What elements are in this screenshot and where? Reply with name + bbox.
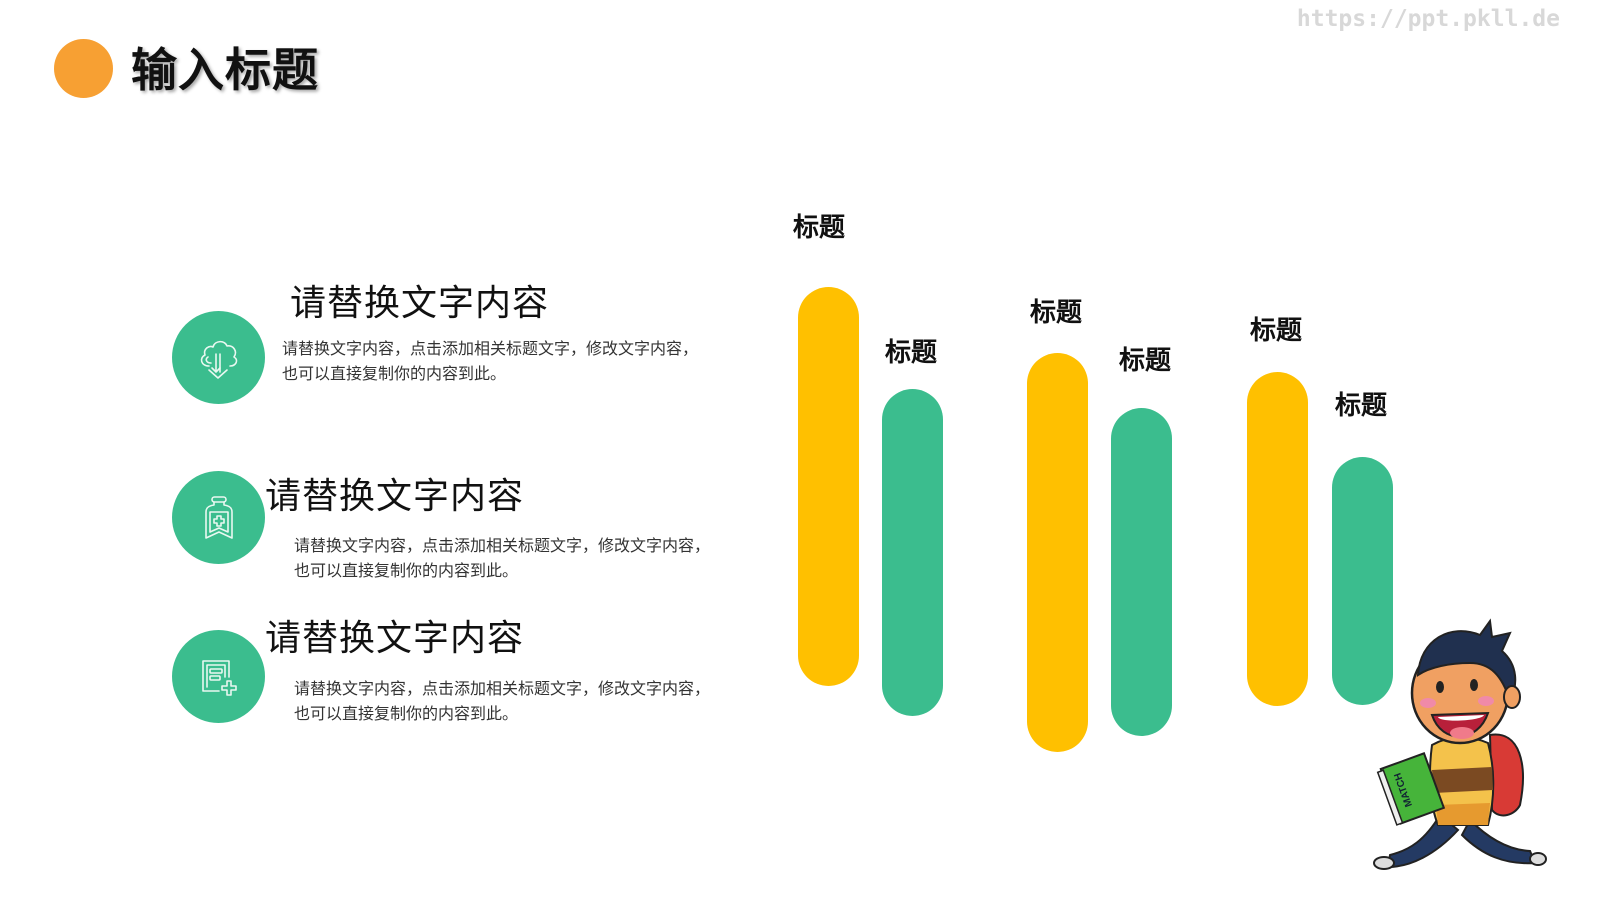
bar-green (882, 389, 943, 716)
item-description-line: 请替换文字内容，点击添加相关标题文字，修改文字内容， (282, 339, 699, 358)
bar-label: 标题 (1030, 298, 1083, 328)
bar-label: 标题 (885, 338, 938, 368)
title-dot-icon (54, 39, 113, 98)
bar-yellow (1247, 372, 1308, 706)
page-title: 输入标题 (131, 43, 319, 97)
bar-label: 标题 (1250, 316, 1303, 346)
bar-label: 标题 (1335, 391, 1388, 421)
bar-green (1111, 408, 1172, 736)
cloud-download-icon (172, 311, 265, 404)
bar-label: 标题 (1119, 346, 1172, 376)
item-description: 请替换文字内容，点击添加相关标题文字，修改文字内容， 也可以直接复制你的内容到此… (282, 336, 698, 386)
item-description-line: 请替换文字内容，点击添加相关标题文字，修改文字内容， (294, 679, 711, 698)
item-description-line: 也可以直接复制你的内容到此。 (282, 364, 507, 383)
item-description: 请替换文字内容，点击添加相关标题文字，修改文字内容， 也可以直接复制你的内容到此… (294, 676, 710, 726)
item-heading: 请替换文字内容 (290, 283, 550, 324)
bar-yellow (798, 287, 859, 686)
item-description-line: 也可以直接复制你的内容到此。 (294, 704, 519, 723)
item-heading: 请替换文字内容 (265, 618, 525, 659)
medicine-bottle-icon (172, 471, 265, 564)
bar-yellow (1027, 353, 1088, 752)
watermark-url: https://ppt.pkll.de (1296, 6, 1560, 32)
item-description-line: 也可以直接复制你的内容到此。 (294, 561, 519, 580)
cartoon-boy-mascot-icon: MATCH (1373, 618, 1547, 870)
item-description-line: 请替换文字内容，点击添加相关标题文字，修改文字内容， (294, 536, 711, 555)
item-description: 请替换文字内容，点击添加相关标题文字，修改文字内容， 也可以直接复制你的内容到此… (294, 533, 710, 583)
item-heading: 请替换文字内容 (265, 476, 525, 517)
bar-label: 标题 (793, 213, 846, 243)
bar-green (1332, 457, 1393, 705)
document-add-icon (172, 630, 265, 723)
